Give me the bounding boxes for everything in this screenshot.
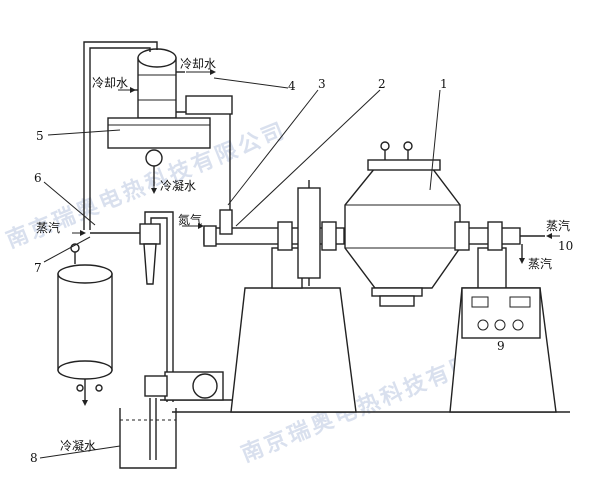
label-steam-right: 蒸汽 bbox=[546, 218, 570, 233]
double-cone-dryer bbox=[344, 141, 461, 307]
number-8: 8 bbox=[30, 451, 38, 465]
flow-arrows bbox=[72, 69, 560, 406]
label-cooling-water-in: 冷却水 bbox=[92, 76, 128, 90]
condenser bbox=[107, 48, 233, 210]
label-nitrogen: 氮气 bbox=[178, 212, 202, 227]
leader-lines bbox=[39, 77, 441, 459]
number-6: 6 bbox=[34, 171, 42, 185]
number-9: 9 bbox=[497, 339, 505, 353]
number-1: 1 bbox=[440, 77, 448, 91]
label-condensate-lower: 冷凝水 bbox=[60, 438, 96, 453]
number-3: 3 bbox=[318, 77, 326, 91]
label-steam-right-lower: 蒸汽 bbox=[528, 256, 552, 271]
number-5: 5 bbox=[36, 129, 44, 143]
number-10: 10 bbox=[558, 239, 573, 253]
number-4: 4 bbox=[288, 79, 296, 93]
vacuum-pump bbox=[144, 371, 224, 401]
number-7: 7 bbox=[34, 261, 42, 275]
water-tank bbox=[119, 398, 177, 469]
label-condensate-upper: 冷凝水 bbox=[160, 178, 196, 193]
label-steam-left: 蒸汽 bbox=[36, 220, 60, 235]
vapor-lines bbox=[83, 41, 174, 402]
label-cooling-water-out: 冷却水 bbox=[180, 57, 216, 71]
control-box bbox=[461, 287, 541, 339]
shaft-assembly bbox=[203, 180, 545, 286]
number-2: 2 bbox=[378, 77, 386, 91]
receiver-tank bbox=[57, 243, 113, 400]
